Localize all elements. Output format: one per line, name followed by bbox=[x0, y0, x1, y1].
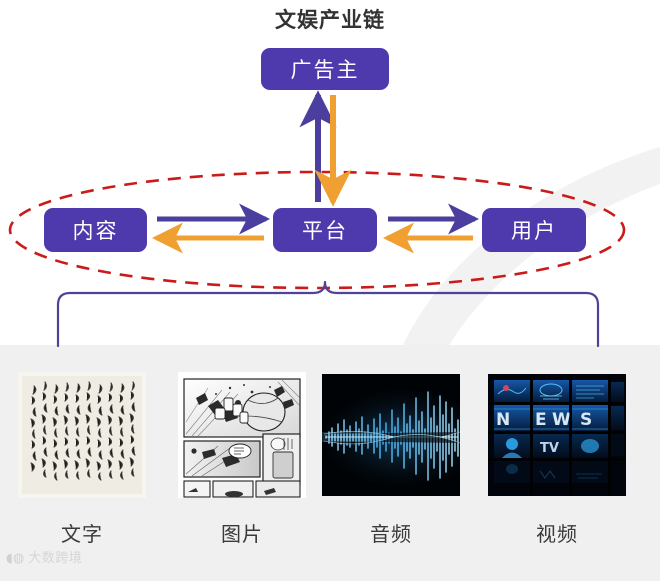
watermark-logo-icon: ◖◍ bbox=[6, 551, 25, 566]
node-content-label: 内容 bbox=[72, 219, 119, 243]
media-caption-audio: 音频 bbox=[370, 522, 412, 546]
svg-text:TV: TV bbox=[540, 441, 559, 456]
watermark-label: 大数跨境 bbox=[28, 551, 83, 566]
node-user[interactable]: 用户 bbox=[482, 208, 586, 252]
media-thumbnail-text bbox=[18, 372, 146, 498]
media-caption-image: 图片 bbox=[221, 522, 263, 546]
svg-text:N: N bbox=[496, 410, 510, 430]
media-caption-text: 文字 bbox=[61, 522, 103, 546]
page-title: 文娱产业链 bbox=[275, 8, 385, 32]
media-caption-video: 视频 bbox=[536, 522, 578, 546]
media-thumbnail-image bbox=[178, 372, 306, 498]
node-content[interactable]: 内容 bbox=[44, 208, 147, 252]
node-advertiser[interactable]: 广告主 bbox=[261, 48, 389, 90]
node-advertiser-label: 广告主 bbox=[290, 58, 360, 82]
media-thumbnail-video: N E W S TV bbox=[488, 374, 626, 496]
node-platform[interactable]: 平台 bbox=[273, 208, 377, 252]
svg-text:E: E bbox=[535, 410, 547, 430]
svg-text:S: S bbox=[580, 410, 592, 430]
node-user-label: 用户 bbox=[511, 219, 557, 243]
node-platform-label: 平台 bbox=[302, 219, 348, 243]
watermark: ◖◍ 大数跨境 bbox=[6, 552, 82, 565]
media-thumbnail-audio bbox=[322, 374, 460, 496]
svg-text:W: W bbox=[552, 410, 571, 430]
